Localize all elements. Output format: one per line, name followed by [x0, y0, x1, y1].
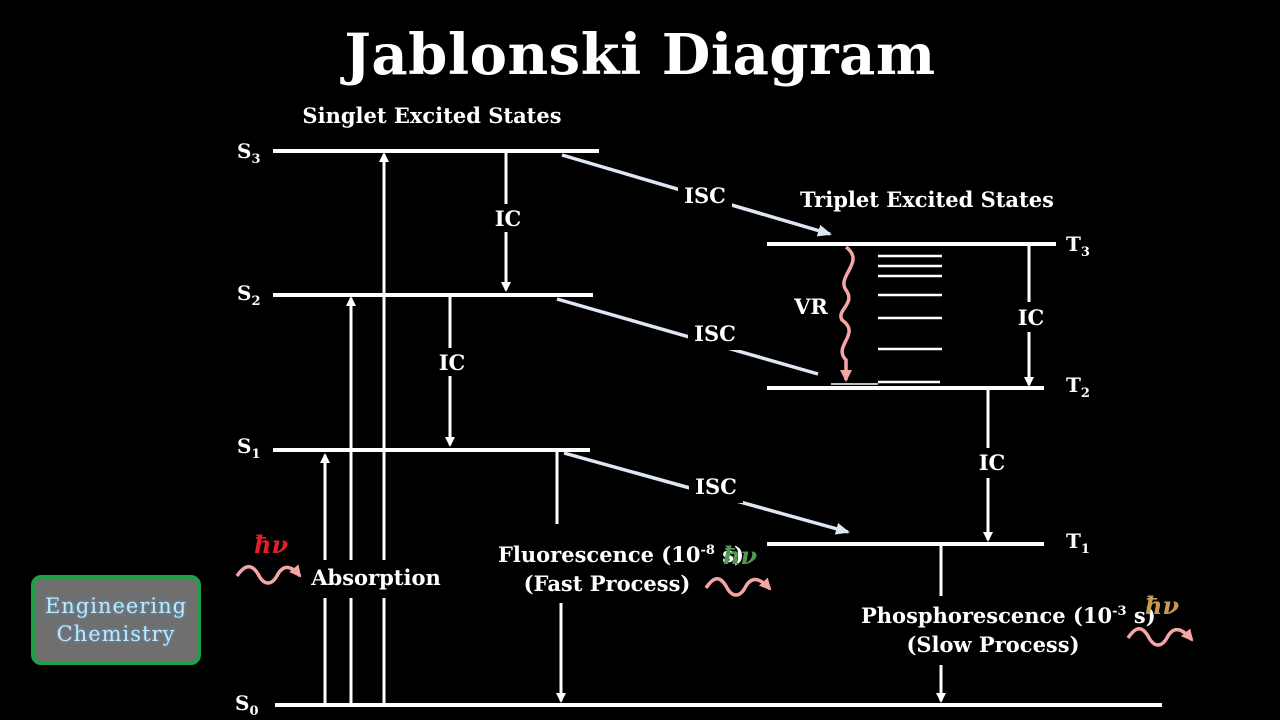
label-s2: S2 — [237, 281, 261, 309]
phosphorescence-label-line1: Phosphorescence (10-3 s) — [861, 603, 1156, 628]
label-s0: S0 — [235, 691, 259, 719]
singlet-heading: Singlet Excited States — [302, 103, 561, 128]
label-s1: S1 — [237, 434, 261, 462]
label-t2: T2 — [1066, 373, 1090, 401]
vr-label: VR — [793, 294, 828, 319]
photon-symbol-fluorescence: ħν — [723, 541, 757, 570]
photon-wave-absorption — [235, 564, 302, 585]
photon-symbol-phosphorescence: ħν — [1145, 591, 1179, 620]
diagram-title: Jablonski Diagram — [344, 22, 936, 88]
isc-label-s2-t2: ISC — [694, 321, 736, 346]
isc-label-s1-t1: ISC — [695, 474, 737, 499]
isc-arrow-s2-t2 — [556, 297, 819, 376]
label-t1: T1 — [1066, 529, 1090, 557]
photon-symbol-absorption: ħν — [254, 530, 288, 559]
photon-wave-phosphorescence — [1126, 627, 1194, 647]
badge-line-1: Engineering — [44, 594, 188, 618]
vibrational-levels — [819, 243, 942, 385]
fluorescence-label-line2: (Fast Process) — [524, 571, 691, 596]
phosphorescence-label-line2: (Slow Process) — [906, 632, 1079, 657]
ic-label-s2-s1: IC — [439, 350, 466, 375]
badge-line-2: Chemistry — [56, 622, 176, 646]
ic-label-s3-s2: IC — [495, 206, 522, 231]
label-s3: S3 — [237, 139, 261, 167]
absorption-label: Absorption — [310, 565, 441, 590]
isc-label-s3-t3: ISC — [684, 183, 726, 208]
ic-label-t3-t2: IC — [1018, 305, 1045, 330]
ic-label-t2-t1: IC — [979, 450, 1006, 475]
label-t3: T3 — [1066, 232, 1090, 260]
fluorescence-label-line1: Fluorescence (10-8 s) — [498, 542, 744, 567]
triplet-heading: Triplet Excited States — [800, 187, 1054, 212]
photon-wave-fluorescence — [704, 577, 772, 597]
engineering-chemistry-badge: Engineering Chemistry — [31, 575, 201, 665]
vr-wavy-arrow — [839, 245, 855, 382]
